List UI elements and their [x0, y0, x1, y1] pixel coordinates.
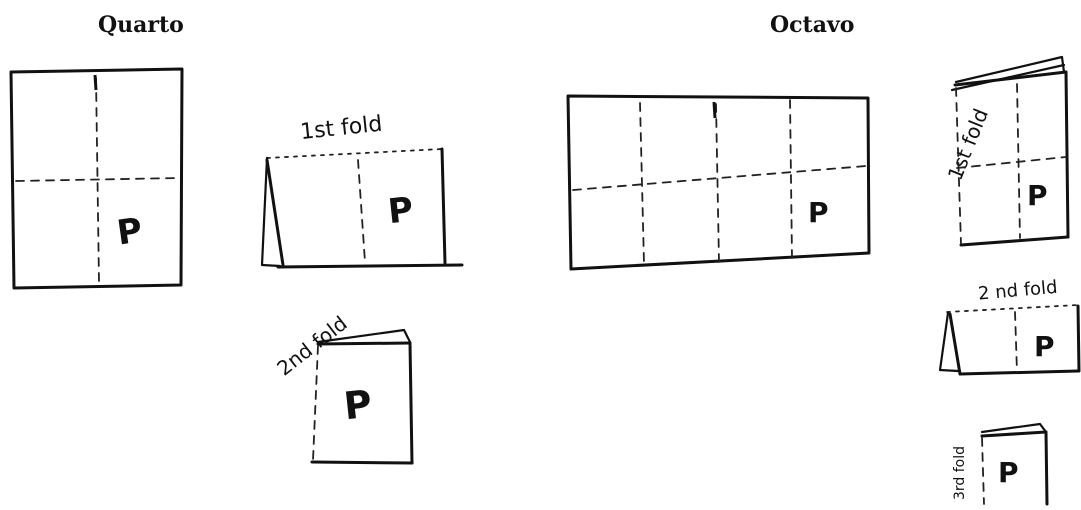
octavo-full-sheet: P — [566, 94, 871, 271]
quarto-title: Quarto — [98, 12, 184, 38]
octavo-title: Octavo — [770, 12, 855, 38]
quarto-sheet-page-marker: P — [115, 211, 145, 254]
octavo-first-fold-page-marker: P — [1027, 179, 1048, 212]
octavo-sheet-page-marker: P — [808, 196, 829, 229]
quarto-first-fold-label: 1st fold — [299, 112, 384, 145]
octavo-first-fold: 1st fold P — [943, 55, 1070, 247]
quarto-first-fold-page-marker: P — [386, 190, 415, 232]
octavo-first-fold-label: 1st fold — [943, 105, 993, 183]
octavo-third-fold-page-marker: P — [998, 456, 1019, 489]
quarto-second-fold: 2nd fold P — [272, 311, 414, 465]
quarto-second-fold-page-marker: P — [342, 382, 374, 429]
octavo-second-fold: 2 nd fold P — [938, 277, 1081, 376]
quarto-first-fold: 1st fold P — [260, 112, 464, 269]
octavo-third-fold: 3rd fold P — [952, 422, 1049, 506]
quarto-second-fold-label: 2nd fold — [272, 311, 351, 380]
octavo-second-fold-page-marker: P — [1034, 330, 1055, 363]
octavo-third-fold-label: 3rd fold — [952, 446, 968, 500]
quarto-full-sheet: P — [9, 67, 184, 290]
octavo-second-fold-label: 2 nd fold — [977, 277, 1058, 305]
